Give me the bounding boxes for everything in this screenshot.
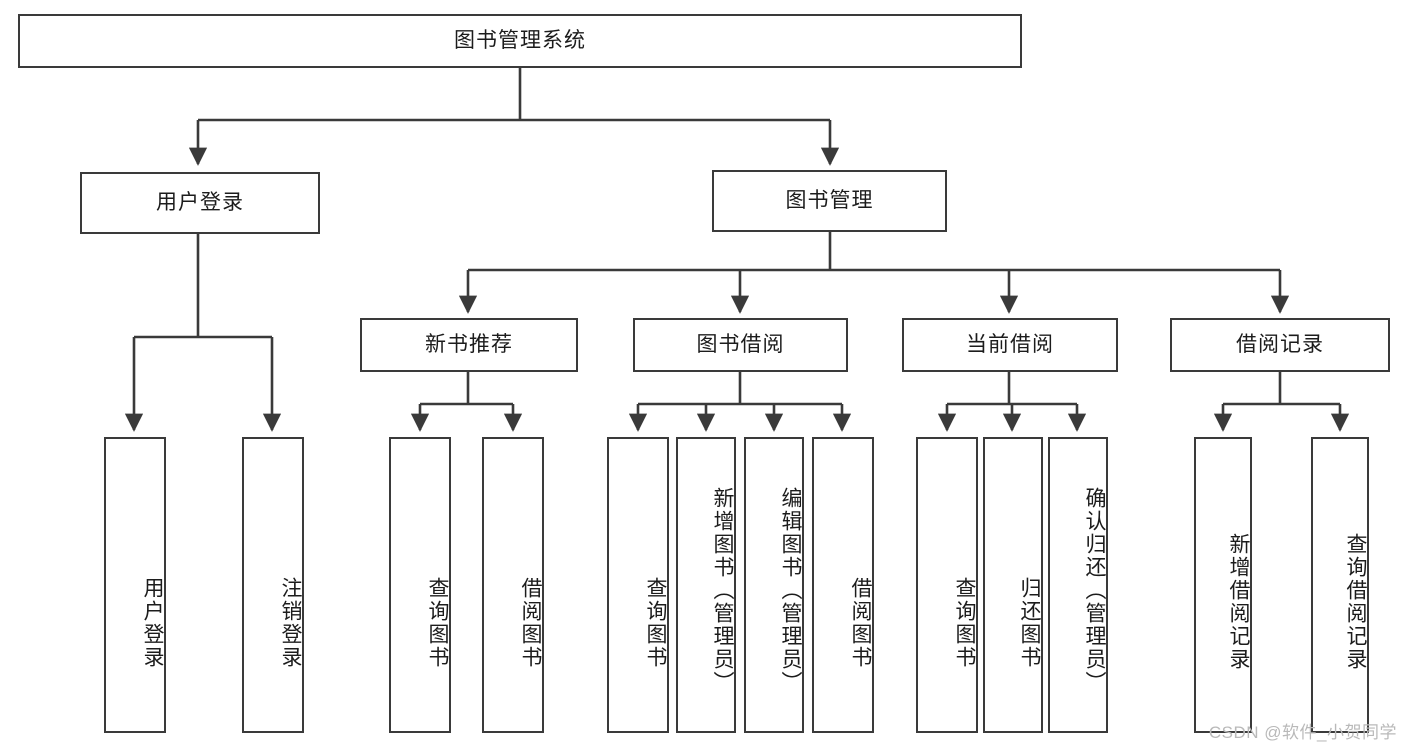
node-leaf-query-record[interactable]: 查询借阅记录 bbox=[1311, 437, 1369, 733]
node-new-book-rec[interactable]: 新书推荐 bbox=[360, 318, 578, 372]
node-leaf-return-book[interactable]: 归还图书 bbox=[983, 437, 1043, 733]
node-leaf-add-record[interactable]: 新增借阅记录 bbox=[1194, 437, 1252, 733]
node-leaf-user-login-label: 用户登录 bbox=[141, 577, 164, 669]
node-leaf-query-record-label: 查询借阅记录 bbox=[1344, 533, 1367, 671]
node-leaf-borrow-book-2-label: 借阅图书 bbox=[849, 577, 872, 669]
node-leaf-confirm-return[interactable]: 确认归还（管理员） bbox=[1048, 437, 1108, 733]
node-leaf-return-book-label: 归还图书 bbox=[1018, 577, 1041, 669]
node-leaf-user-login[interactable]: 用户登录 bbox=[104, 437, 166, 733]
node-leaf-borrow-book-1[interactable]: 借阅图书 bbox=[482, 437, 544, 733]
node-leaf-query-book-3-label: 查询图书 bbox=[953, 577, 976, 669]
node-borrow-record-label: 借阅记录 bbox=[1236, 332, 1324, 356]
node-book-borrow[interactable]: 图书借阅 bbox=[633, 318, 848, 372]
node-current-borrow[interactable]: 当前借阅 bbox=[902, 318, 1118, 372]
node-user-login[interactable]: 用户登录 bbox=[80, 172, 320, 234]
node-current-borrow-label: 当前借阅 bbox=[966, 332, 1054, 356]
node-leaf-edit-book[interactable]: 编辑图书（管理员） bbox=[744, 437, 804, 733]
node-leaf-borrow-book-2[interactable]: 借阅图书 bbox=[812, 437, 874, 733]
node-root-label: 图书管理系统 bbox=[454, 28, 586, 52]
node-leaf-add-record-label: 新增借阅记录 bbox=[1227, 533, 1250, 671]
node-new-book-rec-label: 新书推荐 bbox=[425, 332, 513, 356]
node-leaf-logout[interactable]: 注销登录 bbox=[242, 437, 304, 733]
node-leaf-query-book-1-label: 查询图书 bbox=[426, 577, 449, 669]
node-leaf-borrow-book-1-label: 借阅图书 bbox=[519, 577, 542, 669]
node-leaf-query-book-1[interactable]: 查询图书 bbox=[389, 437, 451, 733]
node-book-manage-label: 图书管理 bbox=[785, 188, 874, 212]
node-leaf-confirm-return-label: 确认归还（管理员） bbox=[1083, 486, 1106, 694]
node-book-manage[interactable]: 图书管理 bbox=[712, 170, 947, 232]
node-leaf-query-book-2-label: 查询图书 bbox=[644, 577, 667, 669]
node-leaf-query-book-3[interactable]: 查询图书 bbox=[916, 437, 978, 733]
node-borrow-record[interactable]: 借阅记录 bbox=[1170, 318, 1390, 372]
node-leaf-query-book-2[interactable]: 查询图书 bbox=[607, 437, 669, 733]
node-leaf-edit-book-label: 编辑图书（管理员） bbox=[779, 486, 802, 694]
node-user-login-label: 用户登录 bbox=[156, 190, 244, 214]
node-leaf-logout-label: 注销登录 bbox=[279, 577, 302, 669]
node-leaf-add-book-label: 新增图书（管理员） bbox=[711, 486, 734, 694]
node-root[interactable]: 图书管理系统 bbox=[18, 14, 1022, 68]
node-book-borrow-label: 图书借阅 bbox=[696, 332, 785, 356]
node-leaf-add-book[interactable]: 新增图书（管理员） bbox=[676, 437, 736, 733]
